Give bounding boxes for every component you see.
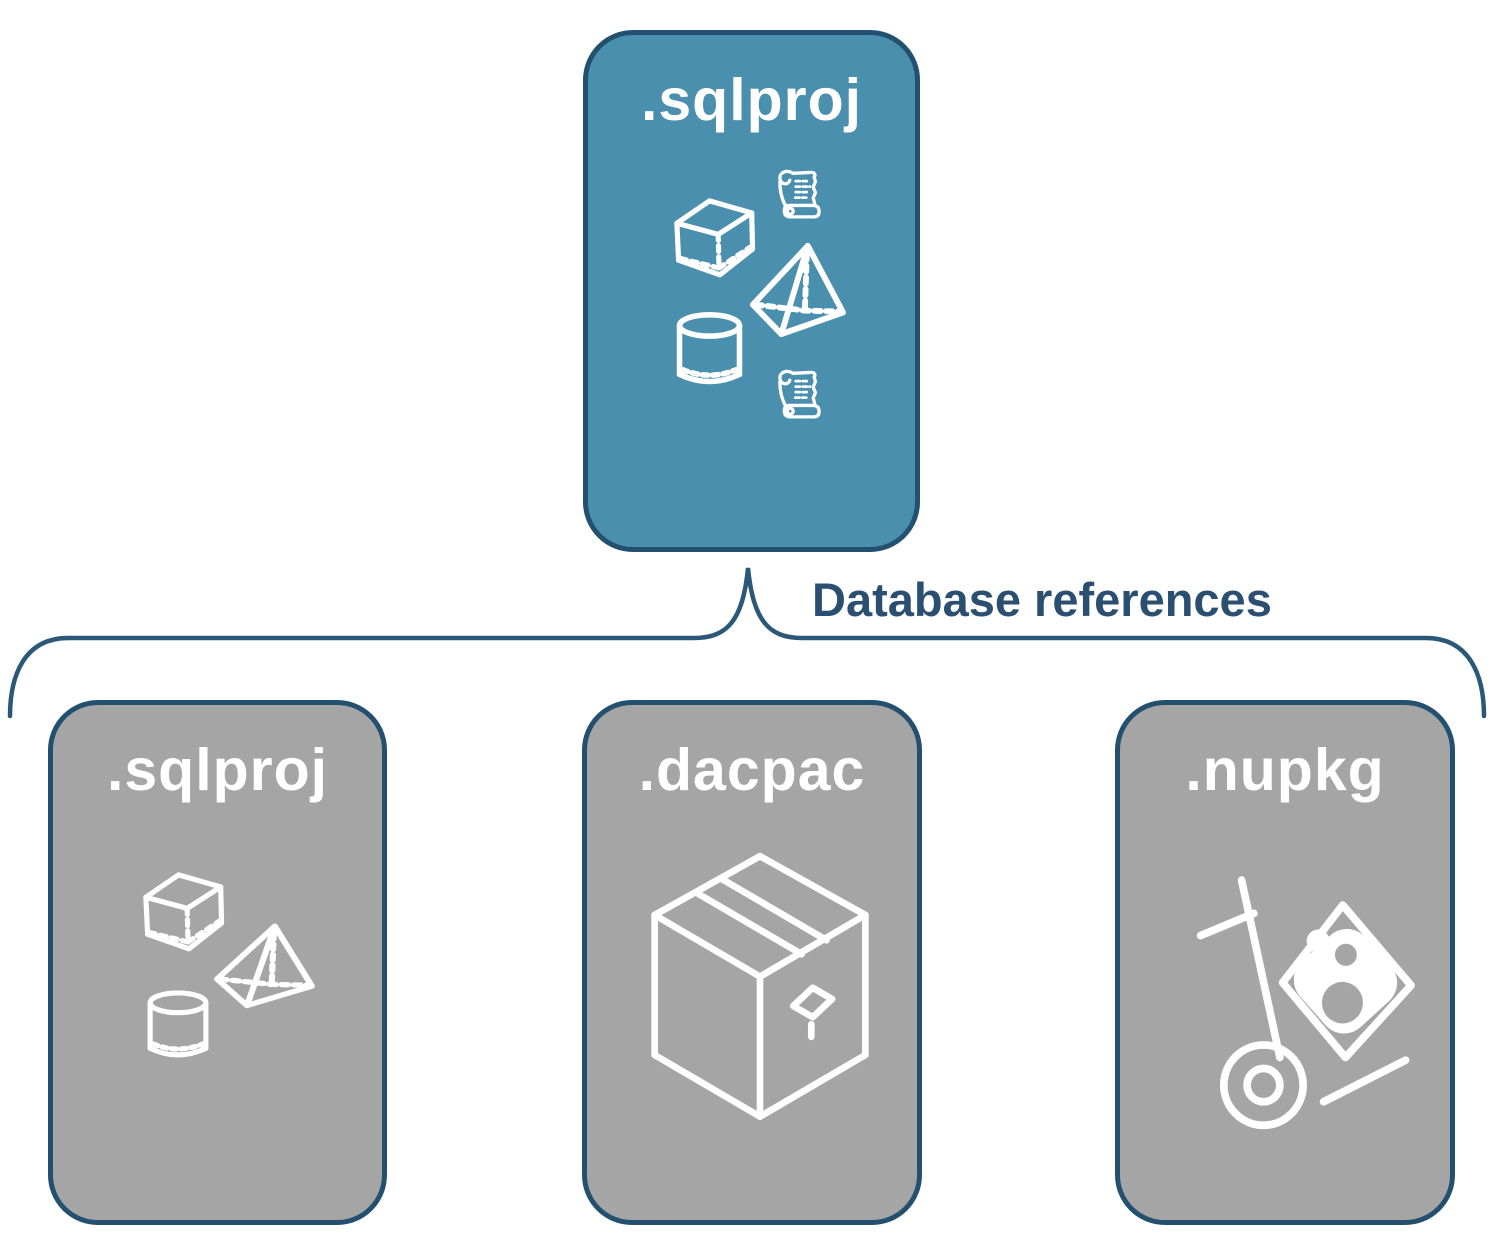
pyramid-icon — [747, 240, 849, 338]
nuget-hand-truck-icon — [1176, 858, 1422, 1135]
pyramid-icon — [213, 921, 316, 1009]
database-references-label: Database references — [812, 573, 1272, 626]
cylinder-icon — [145, 989, 211, 1065]
child-card-nupkg: .nupkg — [1115, 700, 1455, 1225]
scroll-icon — [771, 365, 826, 422]
package-box-icon — [638, 845, 882, 1125]
card-title: .nupkg — [1185, 737, 1385, 803]
child-card-sqlproj: .sqlproj — [48, 700, 387, 1225]
card-title: .sqlproj — [106, 737, 329, 803]
cylinder-icon — [674, 312, 745, 391]
cube-icon — [670, 193, 756, 281]
root-card-sqlproj: .sqlproj — [583, 30, 920, 552]
card-title: .sqlproj — [640, 67, 863, 133]
card-title: .dacpac — [638, 737, 866, 803]
scroll-icon — [771, 165, 826, 222]
child-card-dacpac: .dacpac — [582, 700, 922, 1225]
